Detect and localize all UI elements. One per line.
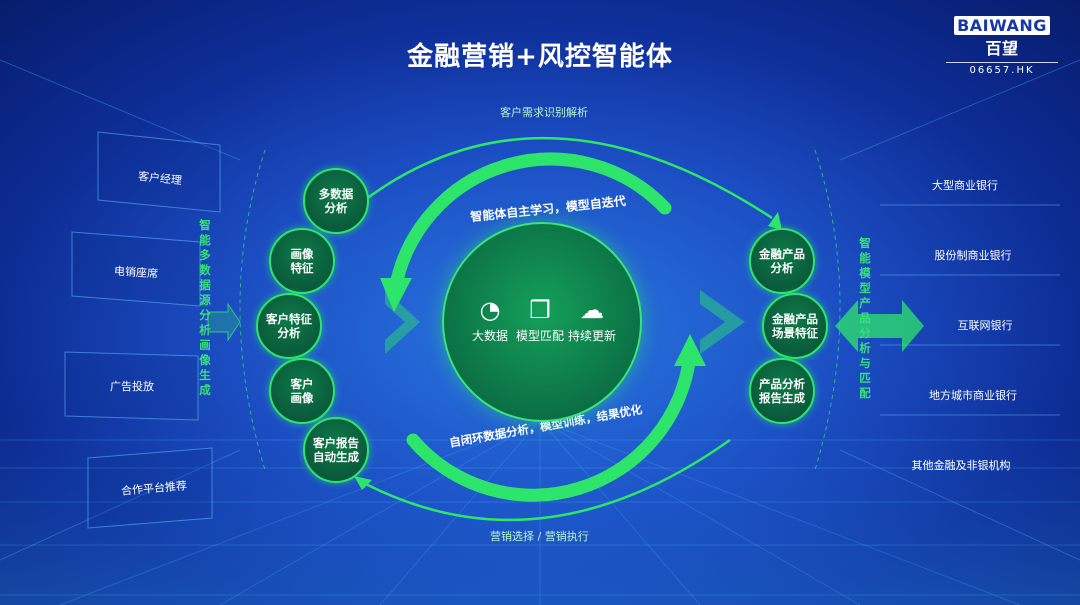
node-product-scenario: 金融产品 场景特征 (762, 293, 828, 359)
target-joint-stock-bank: 股份制商业银行 (934, 249, 1012, 262)
source-advertising: 广告投放 (110, 380, 154, 393)
logo-code: 06657.HK (946, 62, 1058, 76)
target-large-bank: 大型商业银行 (932, 179, 998, 192)
logo-brand: BAIWANG 百望 (946, 16, 1058, 59)
page-title: 金融营销+风控智能体 (407, 42, 673, 72)
node-product-analysis: 金融产品 分析 (749, 228, 815, 294)
node-report-generation: 客户报告 自动生成 (303, 417, 369, 483)
center-item: ☁ 持续更新 (562, 297, 622, 344)
cubes-icon: ❒ (529, 296, 551, 324)
left-vertical-label: 智能多数据源分析画像生成 (199, 218, 211, 397)
pie-chart-icon: ◔ (479, 296, 501, 324)
node-customer-profile: 客户 画像 (269, 358, 335, 424)
bottom-arc-label: 营销选择 / 营销执行 (490, 530, 589, 543)
node-profile-features: 画像 特征 (269, 228, 335, 294)
core-circle (442, 222, 642, 422)
target-internet-bank: 互联网银行 (957, 319, 1013, 332)
node-multi-data-analysis: 多数据 分析 (303, 168, 369, 234)
company-logo: BAIWANG 百望 06657.HK (946, 16, 1058, 76)
cloud-upload-icon: ☁ (580, 296, 604, 324)
target-city-bank: 地方城市商业银行 (929, 389, 1017, 402)
node-customer-feature-analysis: 客户特征 分析 (256, 293, 322, 359)
center-item: ❒ 模型匹配 (510, 297, 570, 344)
top-arc-label: 客户需求识别解析 (500, 106, 588, 119)
node-product-report: 产品分析 报告生成 (749, 358, 815, 424)
center-item: ◔ 大数据 (460, 297, 520, 344)
target-other-institutions: 其他金融及非银机构 (911, 459, 1011, 472)
right-vertical-label: 智能模型产品分析与匹配 (859, 236, 871, 400)
